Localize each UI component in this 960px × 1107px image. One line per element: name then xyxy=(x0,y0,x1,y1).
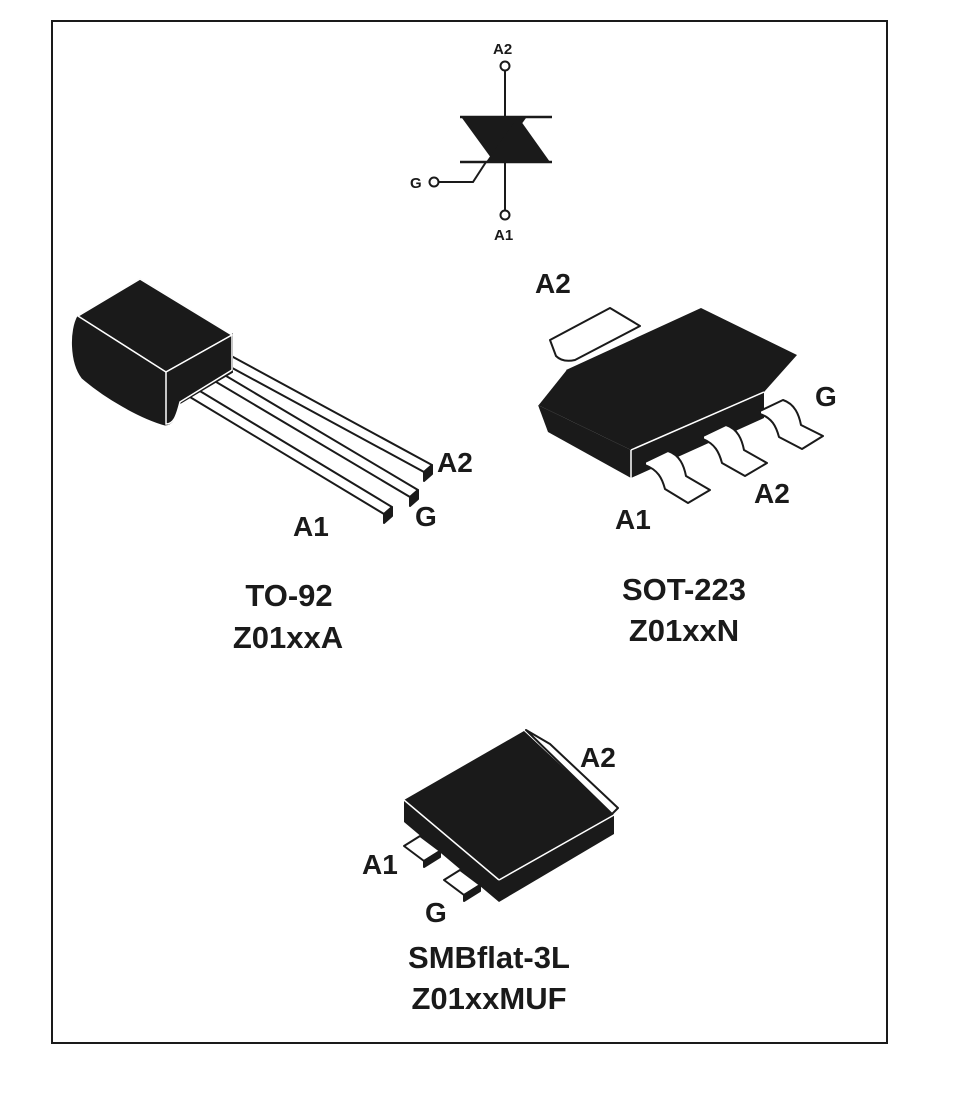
gate-terminal-icon xyxy=(428,176,440,188)
to92-lead-g xyxy=(195,363,419,498)
smbflat-pin-g-label: G xyxy=(425,897,447,928)
to92-body xyxy=(71,278,234,426)
to92-package-name: TO-92 xyxy=(245,578,332,613)
sot223-pin-a2-label: A2 xyxy=(754,478,790,509)
to92-lead-a1 xyxy=(169,378,393,515)
figure-frame xyxy=(51,20,888,1044)
smbflat-package-drawing xyxy=(403,729,619,902)
smbflat-tab-lead xyxy=(525,729,619,815)
sot223-part-number: Z01xxN xyxy=(629,613,739,648)
sot223-body-top xyxy=(538,308,797,450)
a1-terminal-icon xyxy=(499,209,511,221)
to92-pin-g-label: G xyxy=(415,501,437,532)
sot223-pin-g-label: G xyxy=(815,381,837,412)
triac-symbol xyxy=(428,60,552,221)
triac-lower-triangle-icon xyxy=(486,117,550,162)
sot223-tab-lead xyxy=(549,307,641,362)
to92-part-number: Z01xxA xyxy=(233,620,343,655)
symbol-label-g: G xyxy=(410,175,422,192)
smbflat-part-number: Z01xxMUF xyxy=(411,981,566,1016)
sot223-lead-a2 xyxy=(702,424,768,477)
sot223-package-name: SOT-223 xyxy=(622,572,746,607)
sot223-pin-a1-label: A1 xyxy=(615,504,651,535)
smbflat-pin-a1-label: A1 xyxy=(362,849,398,880)
symbol-label-a2: A2 xyxy=(493,41,512,58)
to92-lead-a2 xyxy=(211,350,433,473)
smbflat-pin-a2-label: A2 xyxy=(580,742,616,773)
symbol-label-a1: A1 xyxy=(494,227,513,244)
to92-package-drawing xyxy=(71,278,433,524)
to92-pin-a1-label: A1 xyxy=(293,511,329,542)
sot223-package-drawing xyxy=(537,307,824,504)
smbflat-package-name: SMBflat-3L xyxy=(408,940,570,975)
a2-terminal-icon xyxy=(499,60,511,72)
to92-pin-a2-label: A2 xyxy=(437,447,473,478)
sot223-body-front xyxy=(538,405,631,478)
sot223-lead-a1 xyxy=(644,450,711,504)
sot223-lead-g xyxy=(759,399,824,450)
sot223-tab-a2-label: A2 xyxy=(535,268,571,299)
smbflat-body-top xyxy=(404,731,614,880)
